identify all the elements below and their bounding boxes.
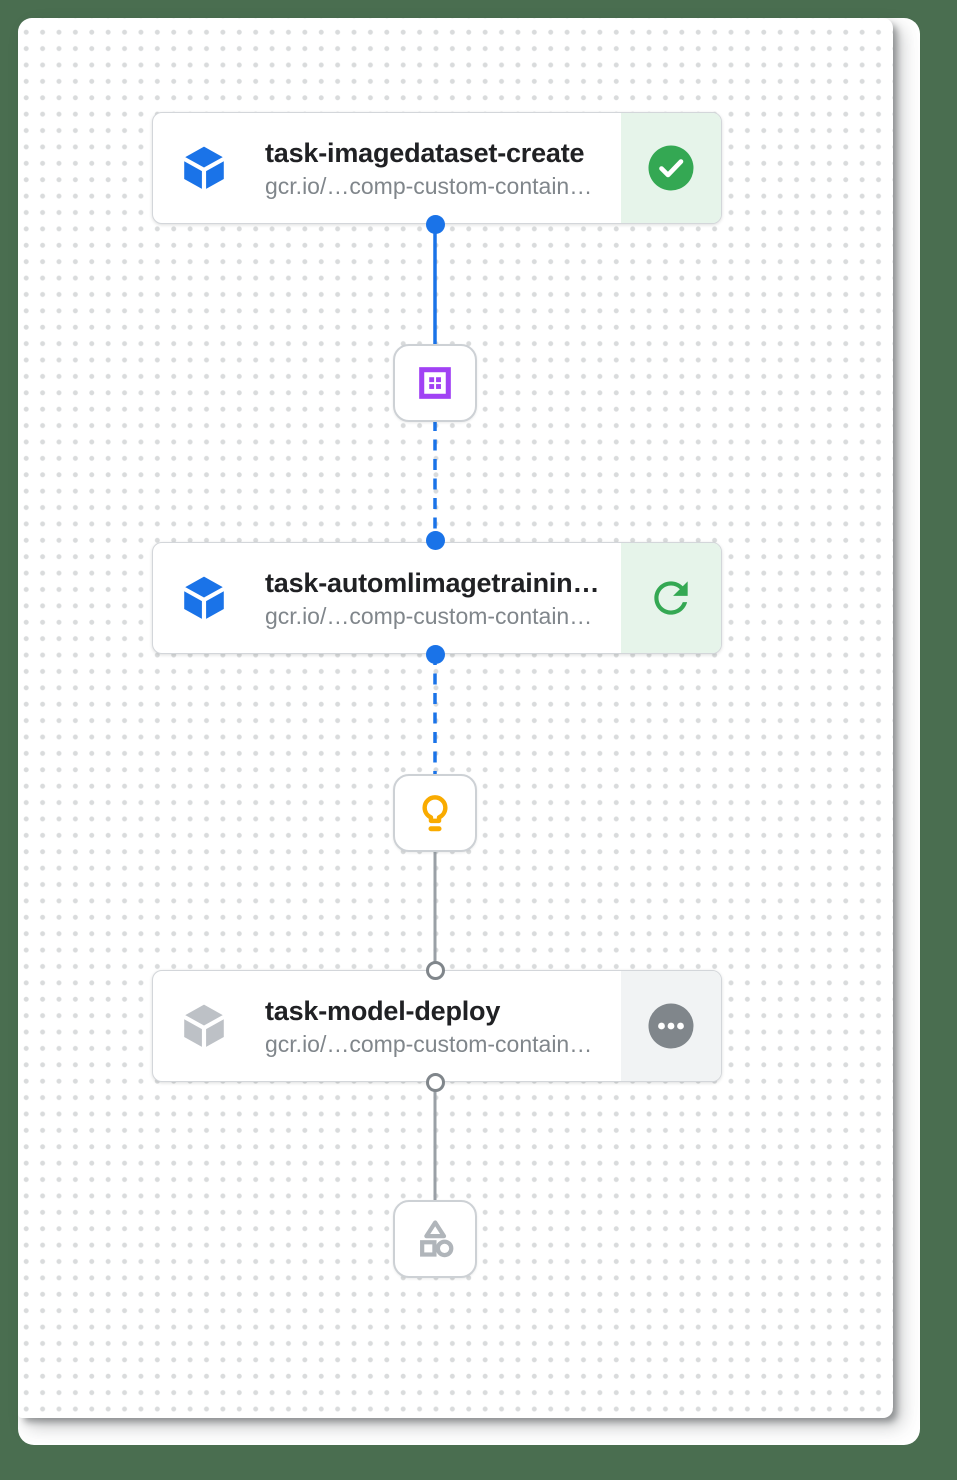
task-node-model-deploy[interactable]: task-model-deploy gcr.io/…comp-custom-co… xyxy=(152,970,722,1082)
task-node-automlimagetraining[interactable]: task-automlimagetrainin… gcr.io/…comp-cu… xyxy=(152,542,722,654)
task-title: task-imagedataset-create xyxy=(265,137,585,168)
port-filled-task2-bottom xyxy=(425,644,445,664)
port-filled-task2-top xyxy=(425,530,445,550)
task-node-text: task-imagedataset-create gcr.io/…comp-cu… xyxy=(265,137,621,200)
task-node-imagedataset-create[interactable]: task-imagedataset-create gcr.io/…comp-cu… xyxy=(152,112,722,224)
task-subtitle: gcr.io/…comp-custom-contain… xyxy=(265,172,593,199)
port-hollow-task3-top xyxy=(425,960,445,980)
task-title: task-model-deploy xyxy=(265,995,501,1026)
container-cube-icon xyxy=(179,573,229,623)
task-subtitle: gcr.io/…comp-custom-contain… xyxy=(265,1030,593,1057)
task-title: task-automlimagetrainin… xyxy=(265,567,600,598)
pipeline-canvas[interactable] xyxy=(18,18,893,1418)
model-artifact-card[interactable] xyxy=(393,774,477,852)
status-badge-succeeded xyxy=(621,113,721,223)
container-cube-icon xyxy=(179,1001,229,1051)
generic-artifact-shapes-icon xyxy=(420,1220,454,1258)
container-cube-icon xyxy=(179,143,229,193)
status-badge-pending xyxy=(621,971,721,1081)
check-circle-icon xyxy=(648,145,694,191)
port-filled-task1-bottom xyxy=(425,214,445,234)
task-node-text: task-automlimagetrainin… gcr.io/…comp-cu… xyxy=(265,567,621,630)
ellipsis-circle-icon xyxy=(648,1003,694,1049)
output-artifact-card[interactable] xyxy=(393,1200,477,1278)
dataset-grid-icon xyxy=(419,367,451,399)
model-lightbulb-icon xyxy=(422,795,448,832)
status-badge-running xyxy=(621,543,721,653)
task-node-text: task-model-deploy gcr.io/…comp-custom-co… xyxy=(265,995,621,1058)
refresh-icon xyxy=(654,581,688,615)
dataset-artifact-card[interactable] xyxy=(393,344,477,422)
port-hollow-task3-bottom xyxy=(425,1072,445,1092)
task-subtitle: gcr.io/…comp-custom-contain… xyxy=(265,602,593,629)
